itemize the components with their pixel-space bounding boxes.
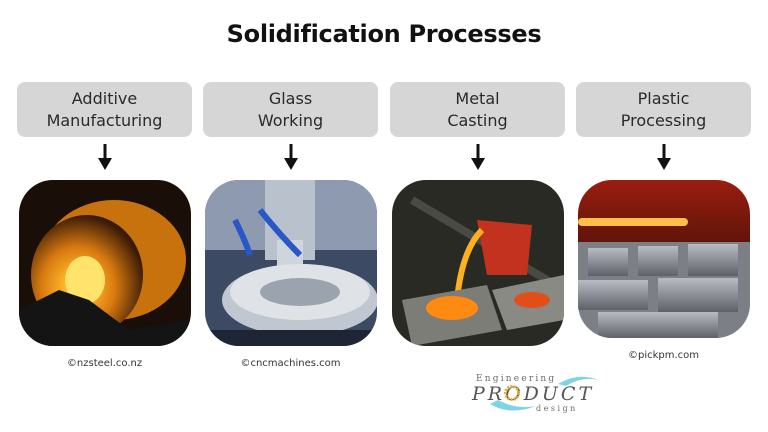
steel-coil-image [19, 180, 191, 346]
svg-text:PRODUCT: PRODUCT [471, 383, 594, 405]
label-line1: Glass [268, 88, 313, 108]
label-line1: Plastic [637, 88, 690, 108]
process-label-box: Metal Casting [390, 82, 565, 137]
image-credit: ©nzsteel.co.nz [66, 358, 143, 369]
process-glass-working: Glass Working ©cncmachines.com [203, 82, 378, 369]
process-label-box: Glass Working [203, 82, 378, 137]
label-line2: Working [257, 110, 324, 130]
arrow-down-icon [283, 144, 298, 170]
svg-text:design: design [536, 404, 578, 413]
image-credit: ©cncmachines.com [240, 358, 341, 369]
sintered-gears-image [578, 180, 750, 338]
label-line1: Additive [71, 88, 138, 108]
engineering-product-design-logo: Engineering PRODUCT design [470, 370, 610, 414]
metal-pouring-image [392, 180, 564, 346]
process-label-box: Additive Manufacturing [17, 82, 192, 137]
label-line2: Manufacturing [46, 110, 163, 130]
label-line1: Metal [455, 88, 500, 108]
arrow-down-icon [656, 144, 671, 170]
arrow-down-icon [470, 144, 485, 170]
arrow-down-icon [97, 144, 112, 170]
process-label-box: Plastic Processing [576, 82, 751, 137]
cnc-gear-image [205, 180, 377, 346]
process-additive-manufacturing: Additive Manufacturing ©nzsteel.co.nz [17, 82, 192, 369]
page-title: Solidification Processes [226, 20, 542, 48]
image-credit: ©pickpm.com [627, 350, 700, 361]
process-plastic-processing: Plastic Processing ©pickpm.com [576, 82, 751, 361]
label-line2: Casting [447, 110, 508, 130]
svg-text:Engineering: Engineering [476, 374, 556, 384]
process-metal-casting: Metal Casting [390, 82, 565, 346]
label-line2: Processing [620, 110, 707, 130]
